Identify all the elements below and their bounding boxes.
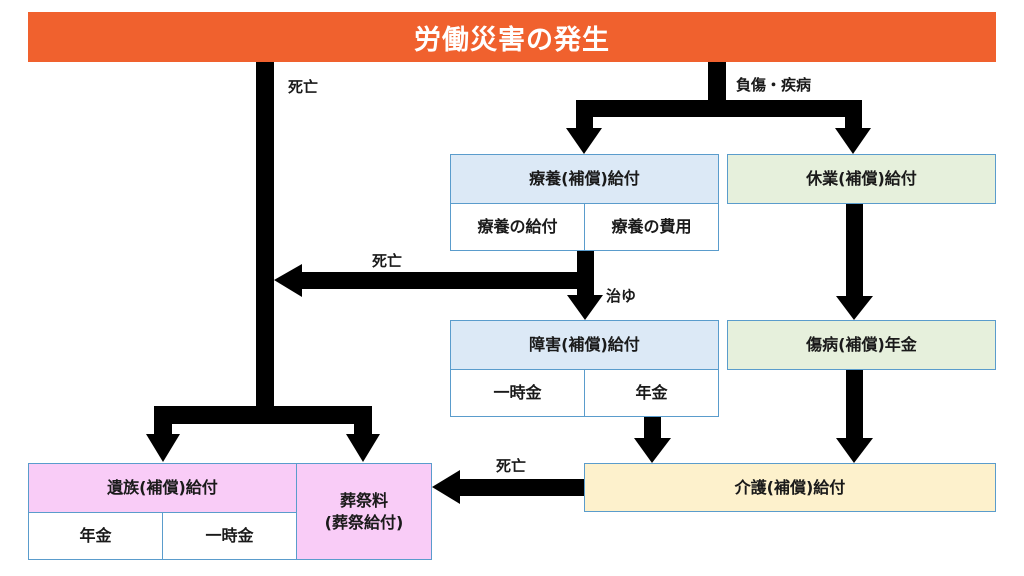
- to-injury-pension-stem: [846, 204, 863, 298]
- pension-to-care-arrowhead: [836, 438, 873, 463]
- to-leave-arrowhead: [835, 128, 871, 154]
- survivor-benefit-title-text: 遺族(補償)給付: [107, 478, 218, 498]
- survivor-funeral-box: 遺族(補償)給付 年金 一時金 葬祭料 (葬祭給付): [28, 463, 432, 560]
- survivor-pension-text: 年金: [79, 526, 112, 546]
- medical-death-bar: [300, 272, 594, 289]
- care-benefit-box: 介護(補償)給付: [584, 463, 996, 512]
- to-injury-pension-arrowhead: [836, 296, 873, 320]
- survivor-pension: 年金: [29, 513, 163, 559]
- edge-label-death-top: 死亡: [288, 78, 319, 96]
- disability-benefit-box: 障害(補償)給付 一時金 年金: [450, 320, 719, 417]
- medical-benefit-cost: 療養の費用: [585, 204, 718, 250]
- medical-benefit-box: 療養(補償)給付 療養の給付 療養の費用: [450, 154, 719, 251]
- disability-to-care-stem: [644, 416, 661, 440]
- to-disability-arrowhead: [567, 295, 603, 320]
- medical-cost-text: 療養の費用: [611, 217, 692, 237]
- funeral-benefit-subtitle-text: (葬祭給付): [324, 512, 404, 532]
- to-funeral-stem: [354, 406, 372, 436]
- care-death-arrowhead: [432, 470, 460, 504]
- leave-benefit-box: 休業(補償)給付: [727, 154, 996, 204]
- disability-benefit-title-text: 障害(補償)給付: [529, 335, 640, 355]
- death-split-bar: [154, 406, 372, 424]
- survivor-lump-sum: 一時金: [163, 513, 297, 559]
- to-medical-arrowhead: [566, 128, 602, 154]
- care-benefit-title: 介護(補償)給付: [585, 464, 995, 511]
- edge-label-injury-illness: 負傷・疾病: [736, 76, 812, 94]
- funeral-benefit: 葬祭料 (葬祭給付): [297, 464, 431, 559]
- injury-pension-box: 傷病(補償)年金: [727, 320, 996, 370]
- medical-benefit-in-kind: 療養の給付: [451, 204, 585, 250]
- disability-lump-sum-text: 一時金: [493, 383, 542, 403]
- edge-label-death-bottom: 死亡: [496, 457, 527, 475]
- edge-label-death-middle: 死亡: [372, 252, 403, 270]
- title-banner: 労働災害の発生: [28, 12, 996, 62]
- to-medical-stem: [576, 100, 593, 130]
- care-benefit-title-text: 介護(補償)給付: [734, 477, 846, 497]
- survivor-benefit-title: 遺族(補償)給付: [29, 464, 297, 513]
- medical-benefit-title: 療養(補償)給付: [451, 155, 718, 204]
- pension-to-care-stem: [846, 369, 863, 440]
- medical-in-kind-text: 療養の給付: [477, 217, 558, 237]
- to-leave-stem: [845, 100, 862, 130]
- disability-to-care-arrowhead: [634, 438, 671, 463]
- diagram-title: 労働災害の発生: [414, 24, 610, 56]
- disability-pension: 年金: [585, 370, 718, 416]
- leave-benefit-title: 休業(補償)給付: [728, 155, 995, 203]
- injury-pension-title-text: 傷病(補償)年金: [806, 335, 917, 355]
- medical-benefit-title-text: 療養(補償)給付: [529, 169, 640, 189]
- death-trunk-line: [256, 62, 274, 412]
- medical-death-arrowhead: [274, 264, 302, 297]
- funeral-benefit-title-text: 葬祭料: [339, 490, 388, 510]
- injury-trunk-line: [708, 62, 726, 108]
- disability-pension-text: 年金: [635, 383, 668, 403]
- to-funeral-arrowhead: [346, 434, 380, 462]
- to-survivor-arrowhead: [146, 434, 180, 462]
- leave-benefit-title-text: 休業(補償)給付: [806, 169, 917, 189]
- care-death-bar: [458, 479, 584, 496]
- edge-label-cured: 治ゆ: [606, 287, 637, 305]
- disability-benefit-title: 障害(補償)給付: [451, 321, 718, 370]
- survivor-lump-sum-text: 一時金: [205, 526, 254, 546]
- injury-split-bar: [576, 100, 862, 117]
- injury-pension-title: 傷病(補償)年金: [728, 321, 995, 369]
- disability-lump-sum: 一時金: [451, 370, 585, 416]
- to-survivor-stem: [154, 406, 172, 436]
